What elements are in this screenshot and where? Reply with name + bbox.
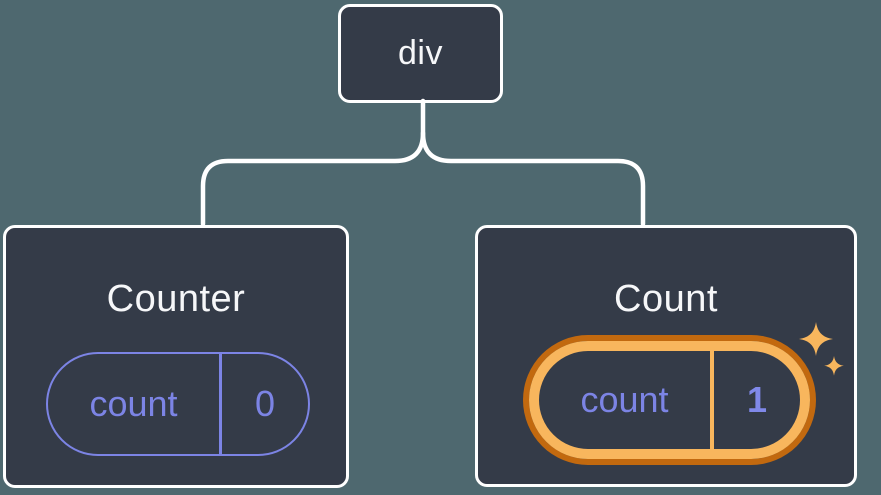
count-state-key: count [580,379,669,420]
connector-left-branch [200,98,426,227]
counter-state-value: 0 [254,383,276,424]
counter-component-title: Counter [106,278,246,320]
count-component-node: Count count 1 [475,225,857,487]
connector-right-branch [420,130,646,227]
pill-divider [219,354,222,454]
counter-state-key: count [89,383,178,424]
count-component-title: Count [614,278,718,320]
root-node: div [338,4,503,103]
count-state-pill-highlighted: count 1 [529,341,810,459]
root-node-label: div [398,34,443,72]
counter-state-pill: count 0 [46,352,310,456]
count-state-value: 1 [746,379,768,420]
counter-component-node: Counter count 0 [3,225,349,488]
pill-divider [710,351,714,449]
